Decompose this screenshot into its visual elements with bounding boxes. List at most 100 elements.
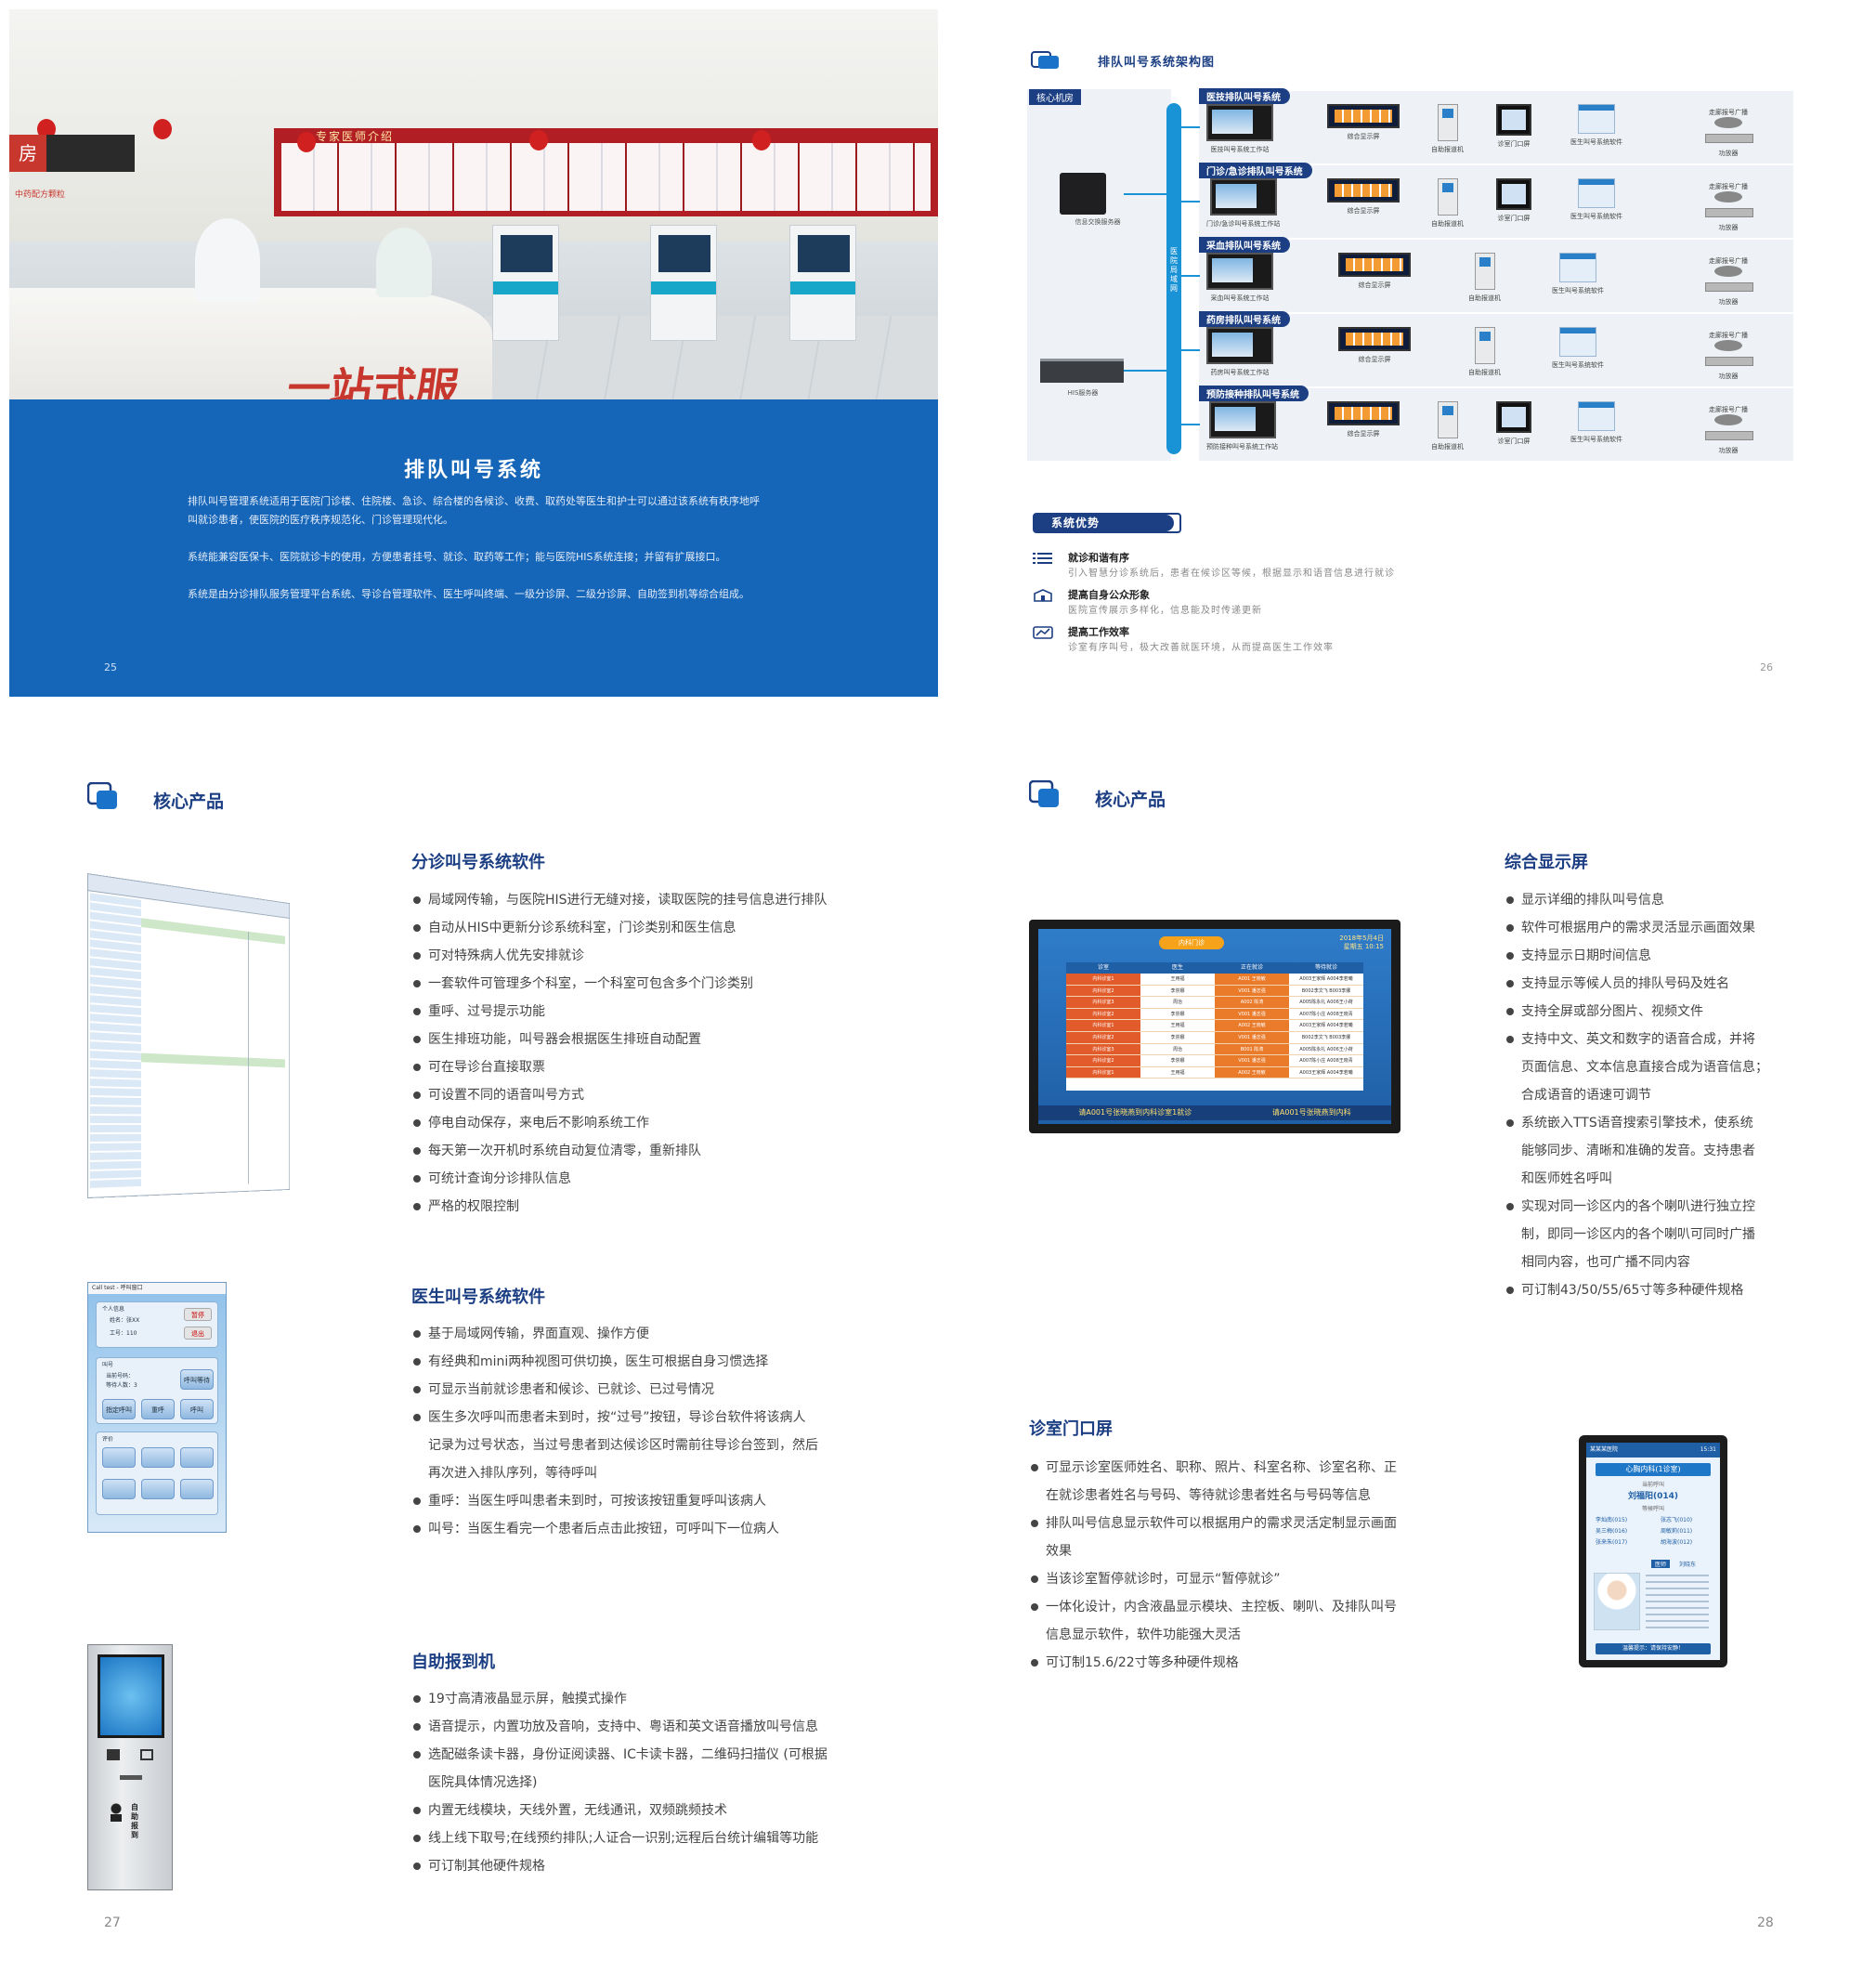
speaker-label: 走廊报号广播 (1709, 257, 1748, 265)
feature-item: 可显示当前就诊患者和候诊、已就诊、已过号情况 (411, 1376, 894, 1404)
feature-text: 相同内容，也可广播不同内容 (1521, 1255, 1690, 1270)
self-checkin-kiosk-photo: 自助报到 (87, 1644, 173, 1890)
display-date: 2018年5月4日 (1339, 935, 1384, 942)
call-ticker: 请A001号张晓燕到内科诊室1就诊 请A001号张晓燕到内科 (1038, 1105, 1391, 1120)
feature-text: 当该诊室暂停就诊时，可显示“暂停就诊” (1046, 1572, 1281, 1587)
speaker-label: 走廊报号广播 (1709, 406, 1748, 413)
personal-panel: 个人信息 姓名：张XX 工号：110 暂停 退出 (96, 1301, 218, 1348)
tvscreen-icon (1338, 253, 1411, 277)
table-header-cell: 诊室 (1097, 964, 1109, 971)
table-cell: A003王家辉 A004李若曦 (1299, 976, 1353, 982)
device-item: 预防接种叫号系统工作站 (1206, 401, 1278, 451)
combined-display-screen: 内科门诊 2018年5月4日星期五 10:15 诊室医生正在就诊等待就诊 内科诊… (1029, 920, 1400, 1133)
amplifier-label: 功放器 (1718, 224, 1739, 231)
kiosk-screen (798, 235, 850, 272)
feature-item: 严格的权限控制 (411, 1193, 894, 1221)
advantage-title: 就诊和谐有序 (1068, 552, 1129, 564)
device-label: 自助报道机 (1468, 369, 1501, 376)
feature-text: 记录为过号状态，当过号患者到达候诊区时需前往导诊台签到，然后 (428, 1438, 818, 1453)
rating-button[interactable] (180, 1447, 214, 1468)
feature-item: 线上线下取号;在线预约排队;人证合一识别;远程后台统计编辑等功能 (411, 1824, 894, 1852)
table-header-bar (141, 918, 285, 945)
rating-button[interactable] (141, 1447, 175, 1468)
server-tower-icon (1060, 173, 1106, 215)
architecture-row: 预防接种排队叫号系统预防接种叫号系统工作站综合显示屏自助报道机诊室门口屏医生叫号… (1199, 386, 1793, 461)
feature-text: 医生排班功能，叫号器会根据医生排班自动配置 (428, 1032, 701, 1047)
device-item: 医生叫号系统软件 (1570, 104, 1622, 147)
doorscr-icon (1496, 104, 1531, 136)
section-title: 核心产品 (153, 791, 225, 812)
kiosk-s-icon (1437, 178, 1458, 216)
feature-item: 软件可根据用户的需求灵活显示画面效果 (1505, 914, 1802, 942)
hospital-name: 某某某医院 (1590, 1446, 1619, 1453)
device-label: 综合显示屏 (1347, 207, 1380, 215)
personal-label: 个人信息 (102, 1306, 125, 1313)
rating-button[interactable] (180, 1479, 214, 1499)
rating-button[interactable] (141, 1479, 175, 1499)
table-cell: 内科诊室1 (1066, 1066, 1140, 1078)
table-cell: A005陈永礼 A006王小荷 (1299, 1046, 1353, 1052)
now-calling-label: 当前呼叫 (1641, 1482, 1664, 1488)
amplifier-label: 功放器 (1718, 150, 1739, 157)
device-item: 采血叫号系统工作站 (1206, 253, 1273, 303)
kiosk-s-icon (1437, 401, 1458, 438)
device-label: 诊室门口屏 (1497, 140, 1531, 148)
softw-icon (1578, 104, 1615, 134)
building-icon (1034, 589, 1052, 602)
table-cell: 王用福 (1170, 1023, 1185, 1029)
table-cell: A002 王晓敏 (1215, 1066, 1289, 1078)
page-number: 28 (1757, 1915, 1774, 1930)
architecture-row: 门诊/急诊排队叫号系统门诊/急诊叫号系统工作站综合显示屏自助报道机诊室门口屏医生… (1199, 163, 1793, 238)
counter-slogan: 一站式服 (283, 363, 462, 399)
table-cell: 内科诊室3 (1066, 1043, 1140, 1055)
doctor-role: 医师 (1651, 1560, 1671, 1568)
subsystem-tag: 门诊/急诊排队叫号系统 (1199, 163, 1312, 178)
device-label: 自助报道机 (1431, 220, 1464, 228)
rating-button[interactable] (102, 1447, 136, 1468)
table-header-cell: 等待就诊 (1314, 964, 1337, 971)
table-cell: A005陈永礼 A006王小荷 (1299, 1000, 1353, 1006)
feature-text: 局域网传输，与医院HIS进行无缝对接，读取医院的挂号信息进行排队 (428, 893, 827, 908)
evaluation-label: 评价 (102, 1436, 114, 1443)
exit-button[interactable]: 退出 (184, 1327, 212, 1340)
doctor-board (274, 128, 938, 216)
designated-call-button[interactable]: 指定呼叫 (102, 1399, 136, 1419)
feature-text: 实现对同一诊区内的各个喇叭进行独立控 (1521, 1199, 1755, 1214)
table-cell: 王用福 (1170, 976, 1185, 982)
advantage-title: 提高工作效率 (1068, 626, 1129, 638)
triage-software-screenshot (87, 873, 329, 1208)
feature-item: 一套软件可管理多个科室，一个科室可包含多个门诊类别 (411, 970, 894, 998)
server-label: 信息交换服务器 (1075, 218, 1121, 226)
doctor-caller-screenshot: Call test - 呼叫窗口 个人信息 姓名：张XX 工号：110 暂停 退… (87, 1282, 227, 1533)
doctor-board-grid (281, 143, 931, 211)
feature-item: 基于局域网传输，界面直观、操作方便 (411, 1320, 894, 1348)
table-cell: V001 潘志强 (1215, 985, 1289, 997)
pause-button[interactable]: 暂停 (184, 1308, 212, 1321)
call-button[interactable]: 呼叫 (180, 1399, 214, 1419)
device-label: 医生叫号系统软件 (1552, 361, 1604, 369)
device-label: 医生叫号系统软件 (1570, 213, 1622, 220)
advantage-title: 提高自身公众形象 (1068, 589, 1150, 601)
call-waiting-button[interactable]: 呼叫等待 (180, 1369, 214, 1390)
device-label: 综合显示屏 (1358, 356, 1391, 363)
kiosk-label: 自助报到 (131, 1803, 138, 1839)
lantern-decoration (529, 130, 548, 150)
feature-text: 内置无线模块，天线外置，无线通讯，双频跳频技术 (428, 1803, 727, 1818)
feature-text: 可在导诊台直接取票 (428, 1060, 545, 1075)
recall-button[interactable]: 重呼 (141, 1399, 175, 1419)
rating-button[interactable] (102, 1479, 136, 1499)
table-cell: 内科诊室2 (1066, 1031, 1140, 1043)
table-cell: 李崇娜 (1170, 1034, 1185, 1040)
device-label: 自助报道机 (1468, 294, 1501, 302)
product-title: 医生叫号系统软件 (411, 1288, 545, 1307)
table-cell: 内科诊室2 (1066, 1008, 1140, 1020)
feature-item: 系统嵌入TTS语音搜索引擎技术，使系统能够同步、清晰和准确的发音。支持患者和医师… (1505, 1109, 1802, 1193)
tvscreen-icon (1327, 178, 1400, 203)
section-icon (1031, 51, 1059, 69)
feature-text: 能够同步、清晰和准确的发音。支持患者 (1521, 1144, 1755, 1158)
network-label: 医院局域网 (1170, 247, 1178, 293)
broadcast-device: 走廊报号广播功放器 (1705, 253, 1753, 307)
